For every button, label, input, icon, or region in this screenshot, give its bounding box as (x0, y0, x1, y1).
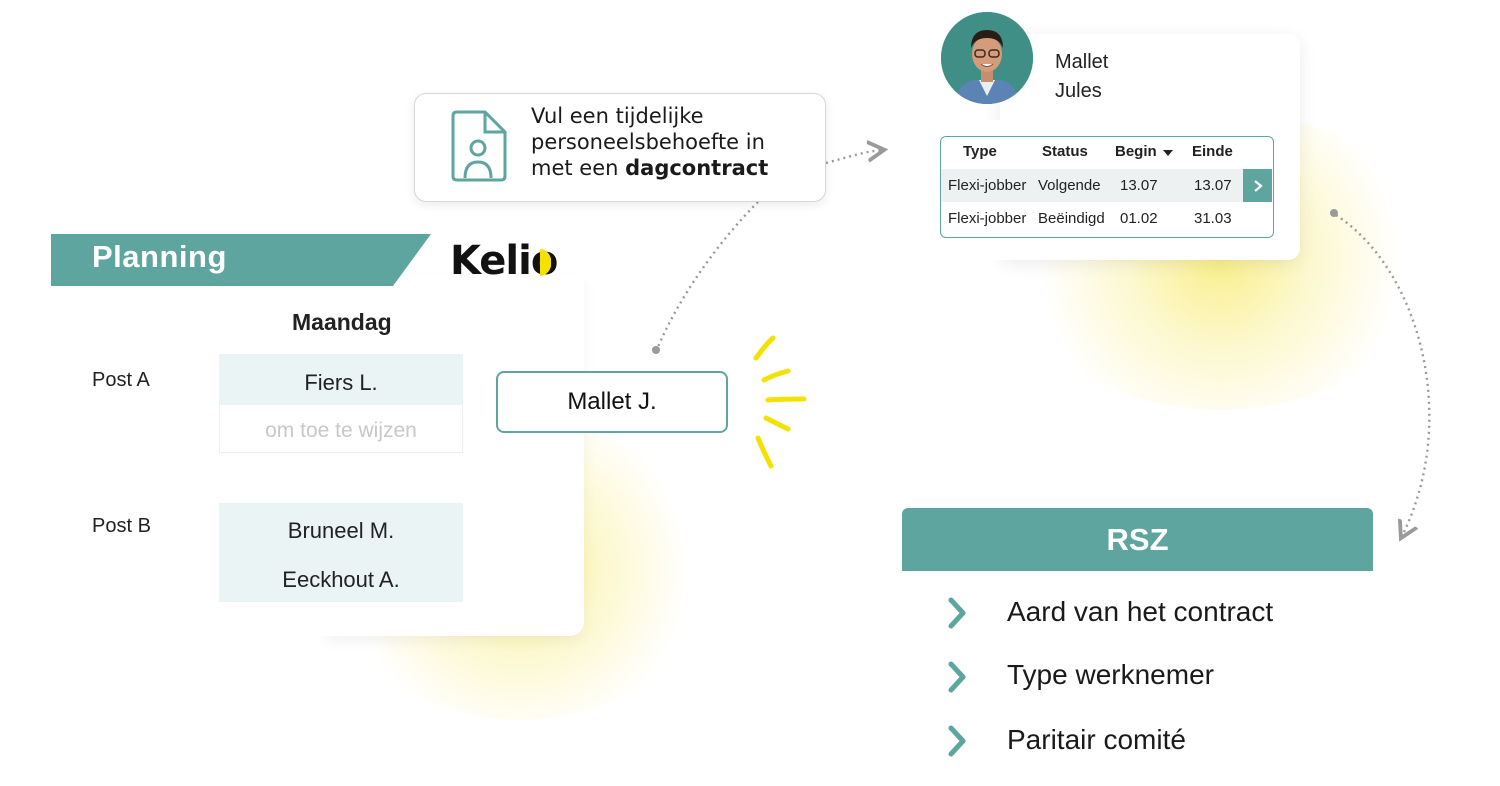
assignee-name: Mallet J. (567, 388, 657, 415)
table-row[interactable] (941, 169, 1244, 202)
column-header-einde[interactable]: Einde (1192, 143, 1233, 160)
post-label-b: Post B (92, 515, 151, 537)
sort-desc-icon[interactable] (1162, 149, 1174, 157)
chevron-right-icon (948, 661, 966, 693)
column-header-type[interactable]: Type (963, 143, 997, 160)
table-cell: 31.03 (1194, 210, 1232, 227)
avatar-photo (941, 12, 1033, 104)
connector-callout-to-mallet (655, 201, 759, 350)
rsz-title: RSZ (1106, 521, 1169, 557)
rsz-item: Paritair comité (1007, 724, 1186, 755)
table-cell: 01.02 (1120, 210, 1158, 227)
slot-unassigned-label: om toe te wijzen (265, 419, 417, 442)
slot-unassigned[interactable] (219, 405, 463, 453)
row-open-button[interactable] (1243, 169, 1272, 202)
rsz-banner: RSZ (902, 508, 1373, 571)
table-cell: 13.07 (1194, 177, 1232, 194)
post-label-a: Post A (92, 369, 150, 391)
table-cell: Flexi-jobber (948, 210, 1027, 227)
table-cell: Flexi-jobber (948, 177, 1027, 194)
table-cell: Beëindigd (1038, 210, 1105, 227)
slot-employee: Fiers L. (304, 370, 378, 395)
table-cell: Volgende (1038, 177, 1101, 194)
slot-post-a[interactable] (219, 354, 463, 406)
planning-banner (51, 234, 431, 286)
employee-last-name: Mallet (1055, 51, 1109, 73)
callout-text: Vul een tijdelijke personeelsbehoefte in… (531, 103, 821, 181)
chevron-right-icon (948, 725, 966, 757)
chevron-right-icon (948, 597, 966, 629)
chevron-right-icon (1253, 179, 1263, 192)
slot-post-b[interactable] (219, 503, 463, 602)
avatar (941, 12, 1033, 104)
column-header-begin[interactable]: Begin (1115, 143, 1157, 160)
kelio-logo-accent (540, 249, 551, 276)
connector-callout-to-employee (825, 150, 882, 165)
callout-line-3: met een dagcontract (531, 155, 821, 181)
callout-line-2: personeelsbehoefte in (531, 130, 765, 154)
callout-line-1: Vul een tijdelijke (531, 104, 704, 128)
planning-title: Planning (92, 239, 227, 274)
connector-employee-to-rsz (1335, 213, 1431, 536)
connector-dot-mallet (652, 346, 660, 354)
slot-employee: Eeckhout A. (282, 567, 400, 592)
callout-keyword: dagcontract (625, 156, 769, 180)
employee-first-name: Jules (1055, 80, 1102, 102)
document-user-icon (451, 110, 507, 182)
column-header-status[interactable]: Status (1042, 143, 1088, 160)
rsz-item: Type werknemer (1007, 659, 1214, 690)
callout-line-3-prefix: met een (531, 156, 626, 180)
slot-employee: Bruneel M. (287, 518, 395, 543)
sparkle-icon (753, 335, 807, 469)
rsz-item: Aard van het contract (1007, 596, 1274, 627)
day-header: Maandag (292, 309, 392, 335)
assignee-chip[interactable]: Mallet J. (496, 371, 728, 433)
table-cell: 13.07 (1120, 177, 1158, 194)
